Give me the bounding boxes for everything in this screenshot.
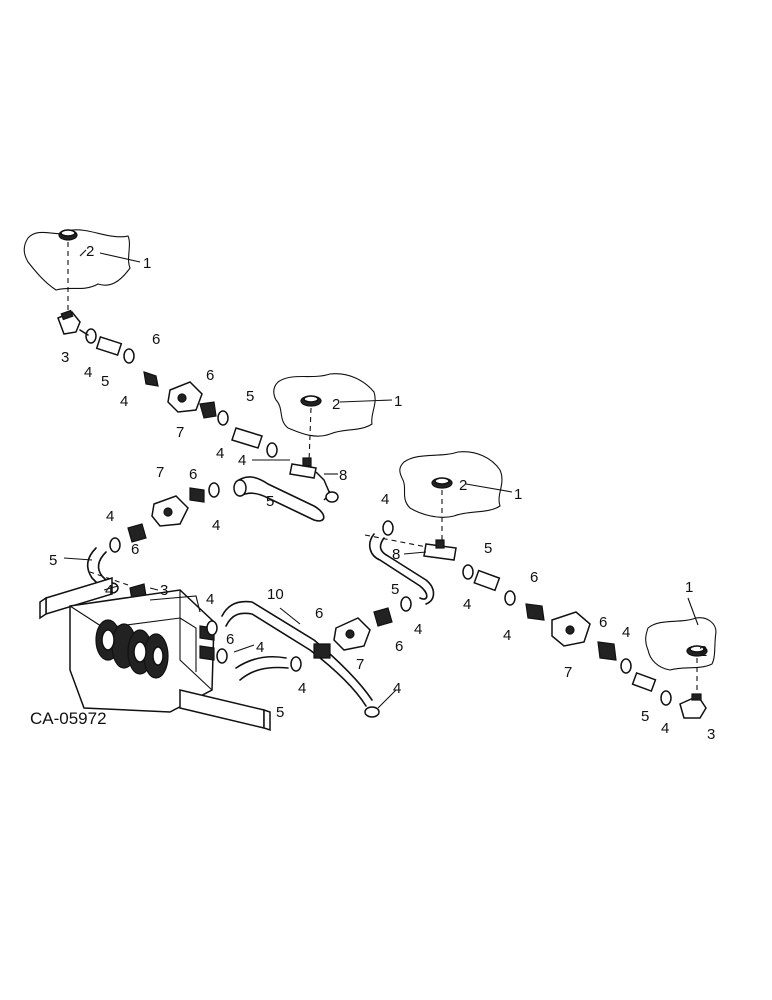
callout-4: 4 [256,639,264,656]
right-fitting-chain [368,520,707,719]
tank-outline-top-center [273,373,376,437]
callout-7: 7 [564,664,572,681]
callout-4: 4 [106,508,114,525]
callout-6: 6 [599,614,607,631]
callout-8: 8 [392,546,400,563]
callout-5: 5 [246,388,254,405]
callout-4: 4 [212,517,220,534]
callout-7: 7 [176,424,184,441]
callout-6: 6 [226,631,234,648]
callout-6: 6 [395,638,403,655]
callout-4: 4 [463,596,471,613]
callout-4: 4 [298,680,306,697]
callout-1: 1 [685,579,693,596]
callout-7: 7 [156,464,164,481]
callout-4: 4 [503,627,511,644]
callout-6: 6 [315,605,323,622]
callout-2: 2 [86,243,94,260]
callout-4: 4 [381,491,389,508]
callout-4: 4 [216,445,224,462]
callout-2: 2 [332,396,340,413]
callout-1: 1 [514,486,522,503]
callout-6: 6 [189,466,197,483]
callout-5: 5 [484,540,492,557]
callout-3: 3 [160,582,168,599]
figure-code: CA-05972 [30,709,107,728]
callout-1: 1 [394,393,402,410]
callout-5: 5 [101,373,109,390]
callout-5: 5 [641,708,649,725]
callout-6: 6 [131,541,139,558]
callout-4: 4 [84,364,92,381]
callout-5: 5 [276,704,284,721]
callout-4: 4 [238,452,246,469]
pump-manifold-assembly [39,576,271,732]
callout-5: 5 [391,581,399,598]
callout-2: 2 [459,477,467,494]
callout-10: 10 [267,586,284,603]
callout-8: 8 [339,467,347,484]
callout-5: 5 [49,552,57,569]
callout-6: 6 [152,331,160,348]
callout-2: 2 [699,643,707,660]
middle-left-fitting-chain [86,476,325,601]
callout-4: 4 [393,680,401,697]
callout-4: 4 [661,720,669,737]
callout-4: 4 [120,393,128,410]
callout-4: 4 [414,621,422,638]
callout-7: 7 [356,656,364,673]
callout-6: 6 [206,367,214,384]
callout-4: 4 [206,591,214,608]
callout-3: 3 [707,726,715,743]
leader-lines [63,252,699,709]
callout-3: 3 [61,349,69,366]
tank-outline-top-left [23,229,131,291]
callout-labels: 1 1 1 1 2 2 2 2 3 3 3 4 4 4 4 4 4 4 4 4 … [49,243,715,743]
tank-outline-right [399,451,503,518]
upper-left-fitting-chain [57,309,339,503]
callout-5: 5 [266,493,274,510]
callout-4: 4 [622,624,630,641]
callout-4: 4 [105,582,113,599]
lower-middle-fitting-chain [221,596,412,718]
callout-1: 1 [143,255,151,272]
tank-outline-bottom-right [645,617,717,671]
callout-6: 6 [530,569,538,586]
